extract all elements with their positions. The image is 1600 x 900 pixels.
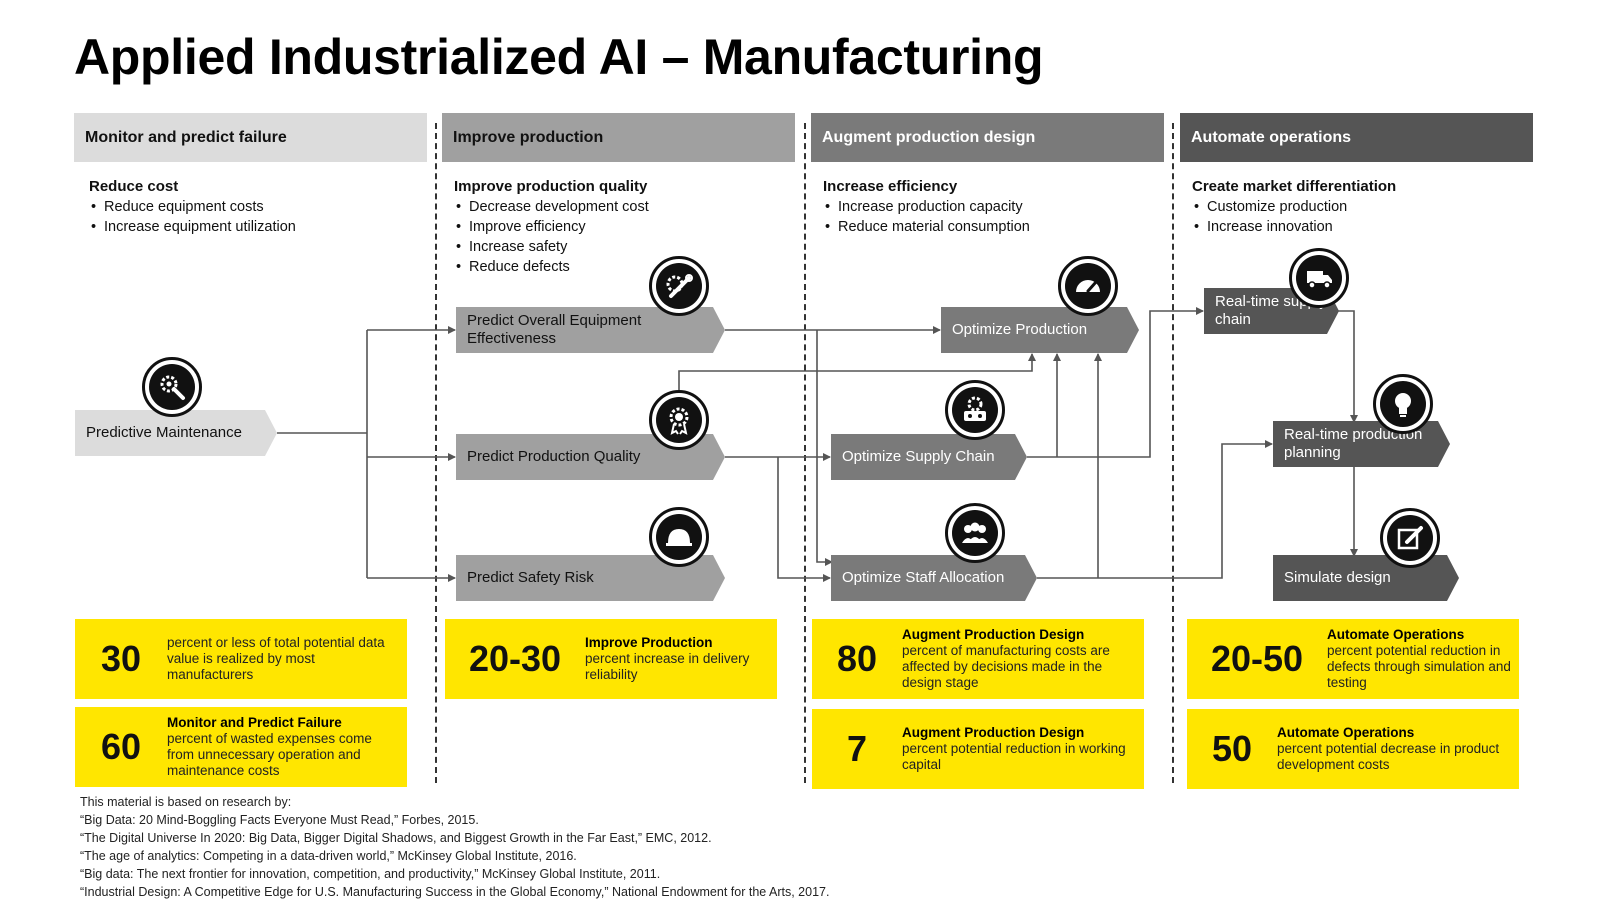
stat-description: percent increase in delivery reliability: [585, 651, 750, 682]
stat-heading: Monitor and Predict Failure: [167, 715, 342, 730]
stat-description: percent of manufacturing costs are affec…: [902, 643, 1110, 690]
delivery-truck-icon: [1289, 248, 1349, 308]
goal-improve: Improve production quality Decrease deve…: [454, 176, 649, 277]
stat-number: 7: [846, 728, 868, 769]
stat-number: 50: [1211, 728, 1253, 769]
column-header-improve: Improve production: [442, 113, 795, 162]
column-header-monitor: Monitor and predict failure: [74, 113, 427, 162]
stat-description: percent potential reduction in defects t…: [1327, 643, 1511, 690]
stat-box: 30 percent or less of total potential da…: [75, 619, 407, 699]
goal-title: Reduce cost: [89, 178, 179, 195]
footnote-line: This material is based on research by:: [80, 795, 292, 809]
connector: [1037, 440, 1273, 579]
goal-bullet: Reduce equipment costs: [89, 197, 296, 217]
stat-number: 30: [100, 638, 142, 679]
column-divider: [804, 123, 806, 783]
gears-wrench-icon: [142, 357, 202, 417]
goal-automate: Create market differentiation Customize …: [1192, 176, 1396, 237]
stat-text: percent or less of total potential data …: [167, 635, 399, 683]
footnote-line: “The age of analytics: Competing in a da…: [80, 849, 577, 863]
award-ribbon-icon: [649, 390, 709, 450]
column-divider: [1172, 123, 1174, 783]
connector: [678, 353, 1036, 390]
footnotes: This material is based on research by: “…: [80, 793, 829, 900]
goal-augment: Increase efficiency Increase production …: [823, 176, 1030, 237]
column-header-augment: Augment production design: [811, 113, 1164, 162]
goal-bullet: Customize production: [1192, 197, 1396, 217]
connector: [816, 330, 833, 566]
goal-bullet: Increase safety: [454, 237, 649, 257]
goal-title: Increase efficiency: [823, 178, 958, 195]
column-header-automate: Automate operations: [1180, 113, 1533, 162]
goal-bullet: Increase innovation: [1192, 217, 1396, 237]
goal-bullet: Reduce defects: [454, 257, 649, 277]
goal-bullet: Reduce material consumption: [823, 217, 1030, 237]
lightbulb-icon: [1373, 374, 1433, 434]
connector: [777, 457, 831, 582]
connector: [1027, 307, 1204, 458]
stat-number: 20-30: [468, 638, 562, 679]
stat-heading: Improve Production: [585, 635, 713, 650]
wrench-gear-icon: [649, 256, 709, 316]
node-optimize-supply-chain: Optimize Supply Chain: [831, 434, 1027, 480]
goal-bullet: Improve efficiency: [454, 217, 649, 237]
goal-title: Create market differentiation: [1192, 178, 1397, 195]
stat-description: percent potential decrease in product de…: [1277, 741, 1500, 772]
stat-heading: Augment Production Design: [902, 725, 1085, 740]
speedometer-icon: [1058, 256, 1118, 316]
stat-number: 60: [100, 726, 142, 767]
footnote-line: “Big Data: 20 Mind-Boggling Facts Everyo…: [80, 813, 479, 827]
stat-number: 80: [836, 638, 878, 679]
node-predictive-maintenance: Predictive Maintenance: [75, 410, 277, 456]
stat-description: percent of wasted expenses come from unn…: [167, 731, 372, 778]
footnote-line: “Big data: The next frontier for innovat…: [80, 867, 661, 881]
goal-title: Improve production quality: [454, 178, 648, 195]
node-optimize-staff-allocation: Optimize Staff Allocation: [831, 555, 1037, 601]
edit-pencil-icon: [1380, 508, 1440, 568]
team-people-icon: [945, 503, 1005, 563]
page-title: Applied Industrialized AI – Manufacturin…: [74, 29, 1044, 85]
footnote-line: “Industrial Design: A Competitive Edge f…: [80, 885, 830, 899]
stat-heading: Automate Operations: [1277, 725, 1415, 740]
node-optimize-production: Optimize Production: [941, 307, 1139, 353]
goal-bullet: Decrease development cost: [454, 197, 649, 217]
goal-bullet: Increase equipment utilization: [89, 217, 296, 237]
column-divider: [435, 123, 437, 783]
node-realtime-production-planning: Real-time production planning: [1273, 421, 1450, 467]
node-simulate-design: Simulate design: [1273, 555, 1459, 601]
factory-gear-icon: [945, 380, 1005, 440]
footnote-line: “The Digital Universe In 2020: Big Data,…: [80, 831, 712, 845]
goal-bullet: Increase production capacity: [823, 197, 1030, 217]
stat-heading: Automate Operations: [1327, 627, 1465, 642]
goal-monitor: Reduce cost Reduce equipment costs Incre…: [89, 176, 296, 237]
connector: [1335, 310, 1358, 423]
hard-hat-icon: [649, 507, 709, 567]
stat-description: percent or less of total potential data …: [167, 635, 385, 682]
stat-number: 20-50: [1210, 638, 1304, 679]
stat-description: percent potential reduction in working c…: [902, 741, 1126, 772]
stat-heading: Augment Production Design: [902, 627, 1085, 642]
node-predict-oee: Predict Overall Equipment Effectiveness: [456, 307, 725, 353]
